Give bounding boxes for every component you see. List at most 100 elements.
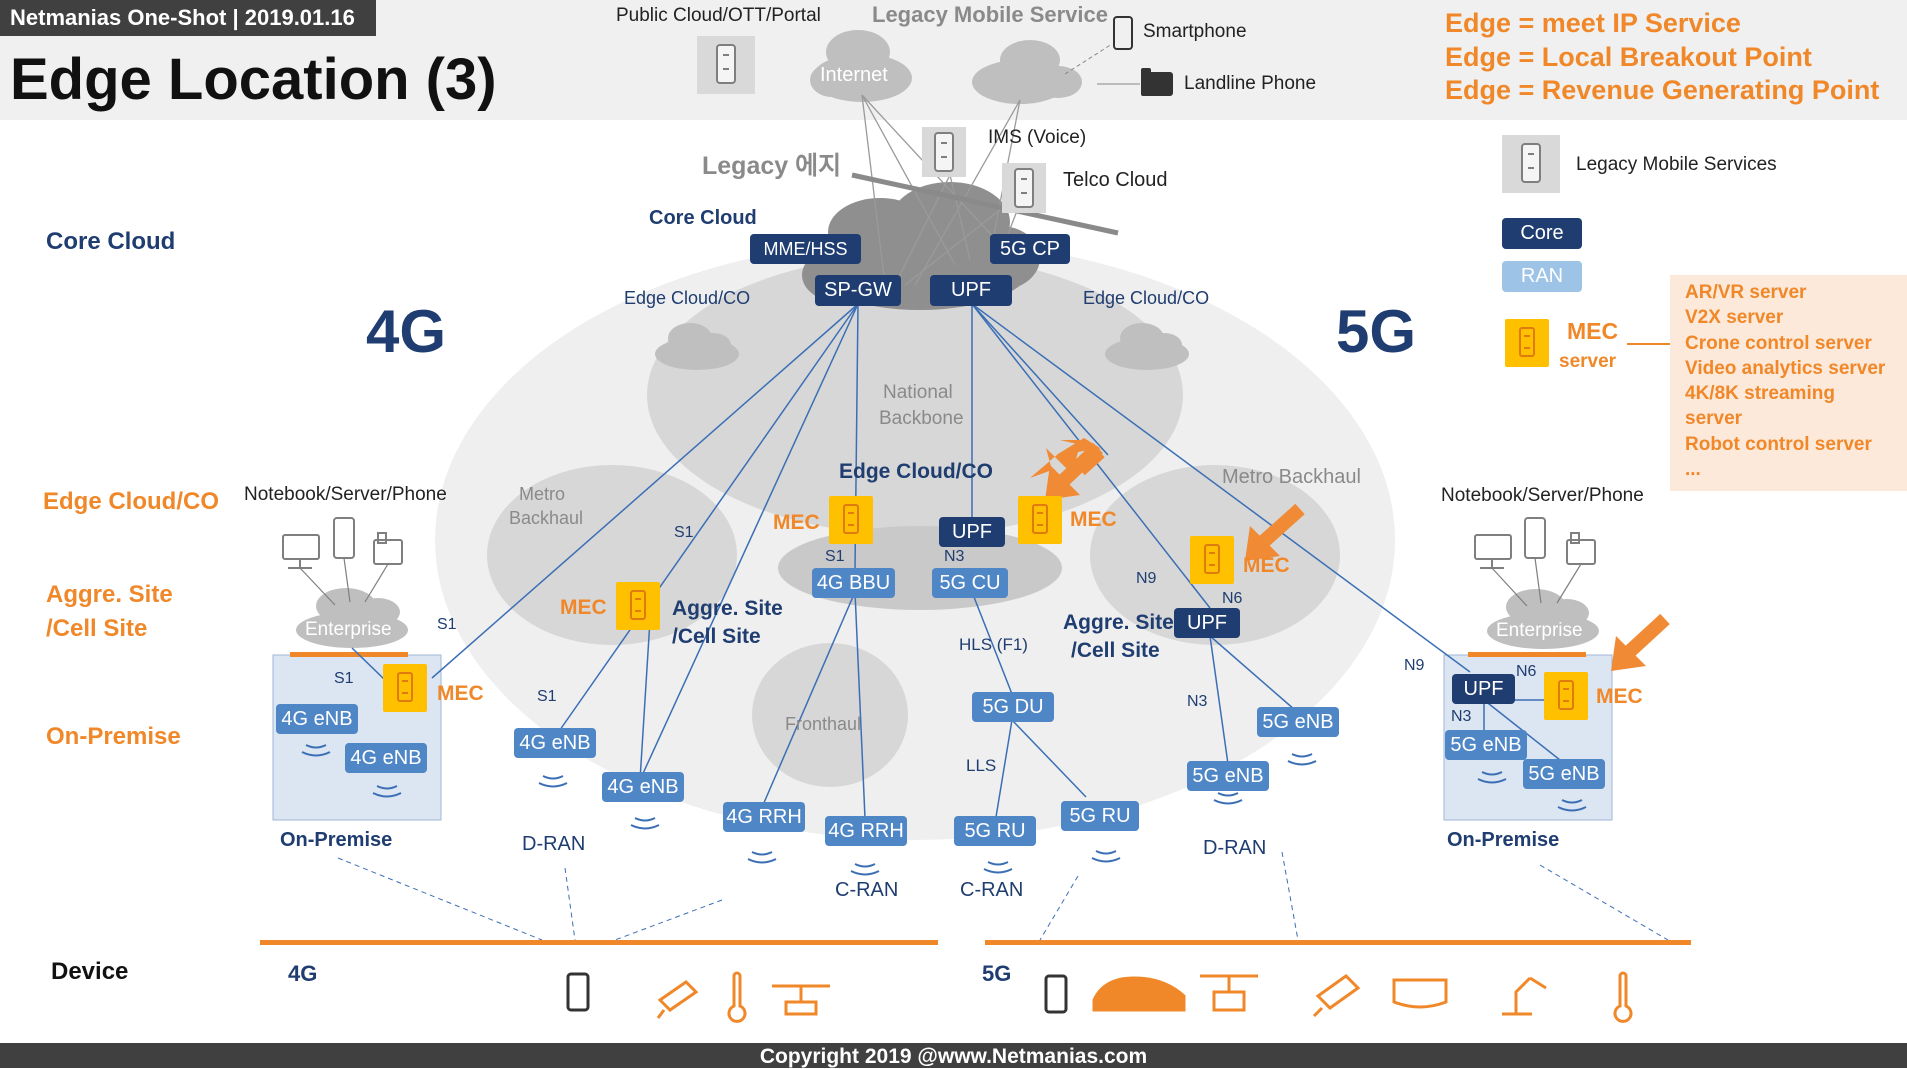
- mec-server-onprem-left: [383, 664, 427, 712]
- region-fronthaul: Fronthaul: [785, 714, 862, 734]
- internet-label: Internet: [820, 64, 888, 86]
- node-upf-edge: UPF: [939, 517, 1005, 547]
- region-metro: Metro: [519, 484, 566, 504]
- legacy-mobile-service-label: Legacy Mobile Service: [872, 2, 1108, 27]
- iface-s1-metro: S1: [674, 524, 694, 541]
- label-edge-cloud-co: Edge Cloud/CO: [43, 488, 219, 515]
- edge-cloud-right: [1105, 323, 1189, 370]
- page-title: Edge Location (3): [10, 47, 497, 112]
- smartphone-icon: [1113, 16, 1133, 50]
- region-edge-cloud-co-center: Edge Cloud/CO: [839, 460, 993, 483]
- mec-server-item: Video analytics server: [1685, 357, 1886, 379]
- node-sp-gw: SP-GW: [815, 275, 901, 306]
- ims-server: [922, 127, 966, 177]
- mec-server-list-box: AR/VR server V2X server Crone control se…: [1670, 275, 1907, 491]
- mec-label-center-left: MEC: [773, 511, 820, 534]
- car-icon: [1092, 976, 1186, 1012]
- mec-server-item: AR/VR server: [1685, 282, 1807, 303]
- landline-phone-label: Landline Phone: [1184, 73, 1317, 94]
- mec-server-list: AR/VR server V2X server Crone control se…: [1685, 280, 1885, 482]
- copyright-text: Copyright 2019 @www.Netmanias.com: [759, 1045, 1148, 1068]
- wireless-icons: [301, 744, 1587, 876]
- phone-icon-4g: [566, 972, 590, 1012]
- device-label-5g: 5G: [982, 961, 1012, 986]
- cell-site-left: /Cell Site: [672, 625, 761, 648]
- aggre-site-left: Aggre. Site: [672, 597, 783, 620]
- mec-label-onprem-right: MEC: [1596, 685, 1643, 708]
- ims-voice-label: IMS (Voice): [988, 127, 1087, 148]
- enterprise-cloud-left: [296, 588, 408, 648]
- iface-lls: LLS: [966, 756, 997, 775]
- site-c-ran-right: C-RAN: [960, 879, 1024, 901]
- label-aggre-site: Aggre. Site: [46, 581, 173, 608]
- node-5g-ru-1: 5G RU: [954, 816, 1036, 846]
- node-core-upf: UPF: [930, 275, 1012, 306]
- iface-n9-onprem: N9: [1404, 657, 1425, 674]
- device-bar-4g: [260, 940, 938, 945]
- legend-core: Core: [1502, 218, 1582, 249]
- site-c-ran-left: C-RAN: [835, 879, 899, 901]
- thermometer-icon-4g: [727, 971, 747, 1023]
- telco-cloud-label: Telco Cloud: [1063, 169, 1168, 191]
- cell-site-right: /Cell Site: [1071, 639, 1160, 662]
- on-premise-bar-right: [1468, 652, 1586, 657]
- label-4g: 4G: [366, 298, 447, 365]
- legend-mec-label: MEC: [1567, 318, 1619, 344]
- iface-s1-center: S1: [825, 548, 845, 565]
- aggre-site-right: Aggre. Site: [1063, 611, 1174, 634]
- mec-server-item: server: [1685, 408, 1743, 430]
- device-label-4g: 4G: [288, 961, 318, 986]
- region-metro-backhaul: Metro Backhaul: [1222, 466, 1361, 488]
- footer-bar: Copyright 2019 @www.Netmanias.com: [0, 1043, 1907, 1068]
- label-on-premise: On-Premise: [46, 723, 181, 750]
- fronthaul-ellipse: [752, 643, 908, 787]
- node-5g-enb-aggre-1: 5G eNB: [1257, 707, 1339, 737]
- node-4g-bbu: 4G BBU: [812, 568, 895, 598]
- mec-server-item: Robot control server: [1685, 433, 1872, 455]
- node-mme-hss: MME/HSS: [750, 234, 861, 264]
- node-upf-onprem: UPF: [1452, 674, 1515, 704]
- mec-label-onprem-left: MEC: [437, 682, 484, 705]
- iface-n6-aggre: N6: [1222, 590, 1243, 607]
- mec-label-center-right: MEC: [1070, 508, 1117, 531]
- edge-definition-2: Edge = Local Breakout Point: [1445, 42, 1812, 72]
- iface-hls: HLS (F1): [959, 635, 1028, 654]
- legacy-edge-bar: [851, 172, 1119, 236]
- mec-arrow-heads: [1045, 465, 1646, 671]
- robot-arm-icon: [1502, 976, 1547, 1016]
- notebook-label-left: Notebook/Server/Phone: [244, 484, 447, 505]
- site-d-ran-left: D-RAN: [522, 833, 586, 855]
- edge-definition-3: Edge = Revenue Generating Point: [1445, 75, 1880, 105]
- mec-server-item: 4K/8K streaming: [1685, 383, 1835, 405]
- legacy-edge-label: Legacy 에지: [702, 152, 842, 180]
- enterprise-cloud-right: [1487, 589, 1599, 649]
- landline-phone-icon: [1141, 68, 1173, 96]
- node-4g-enb-onprem-1: 4G eNB: [276, 704, 358, 734]
- mec-label-aggre-right: MEC: [1243, 554, 1290, 577]
- legend-server-label: server: [1559, 351, 1617, 372]
- label-cell-site: /Cell Site: [46, 615, 148, 642]
- drone-icon-4g: [772, 984, 830, 1016]
- drone-icon-5g: [1200, 974, 1258, 1012]
- iface-s1-dran: S1: [537, 688, 557, 705]
- core-cloud-title: Core Cloud: [649, 207, 757, 229]
- label-5g: 5G: [1336, 298, 1417, 365]
- enterprise-device-links: [299, 557, 1582, 607]
- node-4g-rrh-2: 4G RRH: [825, 816, 907, 846]
- mec-arrow-lines: [1057, 442, 1670, 659]
- node-5g-cu: 5G CU: [932, 568, 1008, 598]
- node-5g-ru-2: 5G RU: [1061, 801, 1139, 831]
- device-bar-5g: [985, 940, 1691, 945]
- node-4g-enb-onprem-2: 4G eNB: [345, 743, 427, 773]
- node-5g-enb-aggre-2: 5G eNB: [1187, 761, 1269, 791]
- mec-server-onprem-right: [1544, 672, 1588, 720]
- mec-server-item: V2X server: [1685, 307, 1784, 329]
- smartphone-link: [1064, 43, 1113, 75]
- mec-server-item: ...: [1685, 459, 1701, 481]
- public-cloud-server: [697, 36, 755, 94]
- node-5g-enb-onprem-1: 5G eNB: [1445, 730, 1527, 760]
- header-tag: Netmanias One-Shot | 2019.01.16: [0, 0, 376, 36]
- cctv-icon-5g: [1312, 974, 1361, 1018]
- mec-server-aggre-right: [1190, 536, 1234, 584]
